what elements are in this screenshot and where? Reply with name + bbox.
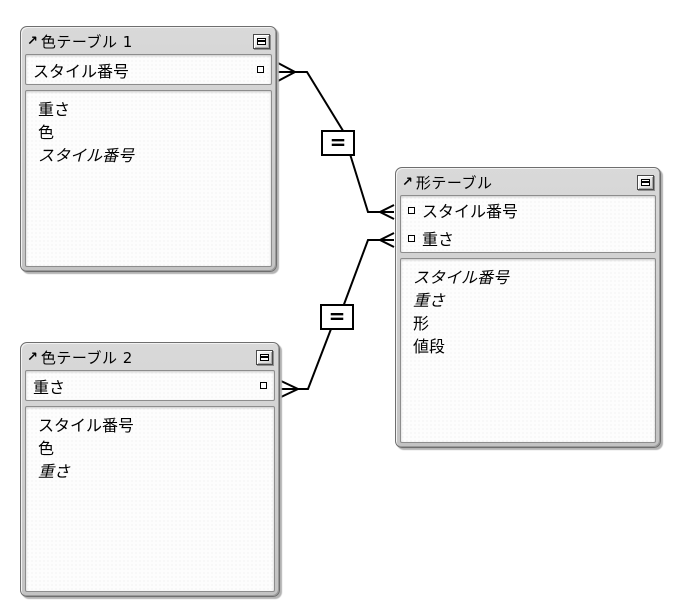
table-title-bar[interactable]: ↗ 色テーブル 2 [25, 345, 275, 369]
table-title: 色テーブル 2 [40, 348, 133, 367]
collapse-button[interactable] [256, 349, 273, 365]
field-row[interactable]: 値段 [413, 337, 446, 356]
table-box-color-table-1[interactable]: ↗ 色テーブル 1 スタイル番号 重さ 色 スタイル番号 [20, 26, 277, 272]
key-field-label: スタイル番号 [422, 202, 519, 221]
key-marker-icon [408, 234, 415, 242]
key-fields-panel: スタイル番号 重さ [400, 195, 656, 253]
field-list-panel: スタイル番号 色 重さ [25, 406, 275, 592]
key-fields-panel: スタイル番号 [25, 54, 272, 85]
key-marker-icon [260, 382, 267, 389]
relationship-operator-box[interactable]: = [321, 130, 355, 156]
field-row[interactable]: 重さ [38, 462, 71, 481]
collapse-button[interactable] [253, 33, 270, 49]
collapse-icon [641, 178, 650, 186]
header-arrow-icon: ↗ [27, 33, 38, 49]
field-row[interactable]: 色 [38, 123, 55, 142]
key-field-label: スタイル番号 [33, 61, 130, 81]
field-row[interactable]: 重さ [38, 100, 71, 119]
relationship-1-line[interactable] [277, 62, 395, 220]
collapse-icon [257, 37, 266, 45]
field-row[interactable]: 形 [413, 314, 430, 333]
key-field-label: 重さ [422, 230, 455, 249]
relationship-2-segment-a [298, 328, 332, 390]
key-marker-icon [408, 206, 415, 214]
field-list-panel: 重さ 色 スタイル番号 [25, 90, 272, 267]
header-arrow-icon: ↗ [27, 349, 38, 365]
relationship-2-segment-b [342, 239, 380, 308]
key-marker-icon [257, 66, 264, 73]
table-title: 色テーブル 1 [40, 32, 133, 51]
key-fields-panel: 重さ [25, 370, 275, 401]
table-title-bar[interactable]: ↗ 色テーブル 1 [25, 29, 272, 53]
table-box-shape-table[interactable]: ↗ 形テーブル スタイル番号 重さ スタイル番号 重さ 形 値段 [395, 167, 661, 448]
relationship-operator-box[interactable]: = [320, 304, 354, 330]
field-list-panel: スタイル番号 重さ 形 値段 [400, 258, 656, 443]
relationship-2-line[interactable] [280, 232, 395, 398]
key-field-row[interactable]: スタイル番号 [26, 55, 271, 84]
table-title-bar[interactable]: ↗ 形テーブル [400, 170, 656, 194]
key-field-row[interactable]: 重さ [401, 224, 655, 252]
key-field-label: 重さ [33, 377, 66, 397]
collapse-icon [260, 353, 269, 361]
table-box-color-table-2[interactable]: ↗ 色テーブル 2 重さ スタイル番号 色 重さ [20, 342, 280, 597]
field-row[interactable]: 色 [38, 439, 55, 458]
relationship-1-segment-a [295, 71, 346, 135]
key-field-row[interactable]: 重さ [26, 371, 274, 400]
relationship-1-segment-b [349, 153, 380, 213]
table-title: 形テーブル [415, 173, 493, 192]
collapse-button[interactable] [637, 174, 654, 190]
field-row[interactable]: スタイル番号 [38, 416, 135, 435]
key-field-row[interactable]: スタイル番号 [401, 196, 655, 224]
field-row[interactable]: 重さ [413, 291, 446, 310]
field-row[interactable]: スタイル番号 [38, 146, 135, 165]
header-arrow-icon: ↗ [402, 174, 413, 190]
field-row[interactable]: スタイル番号 [413, 268, 510, 287]
